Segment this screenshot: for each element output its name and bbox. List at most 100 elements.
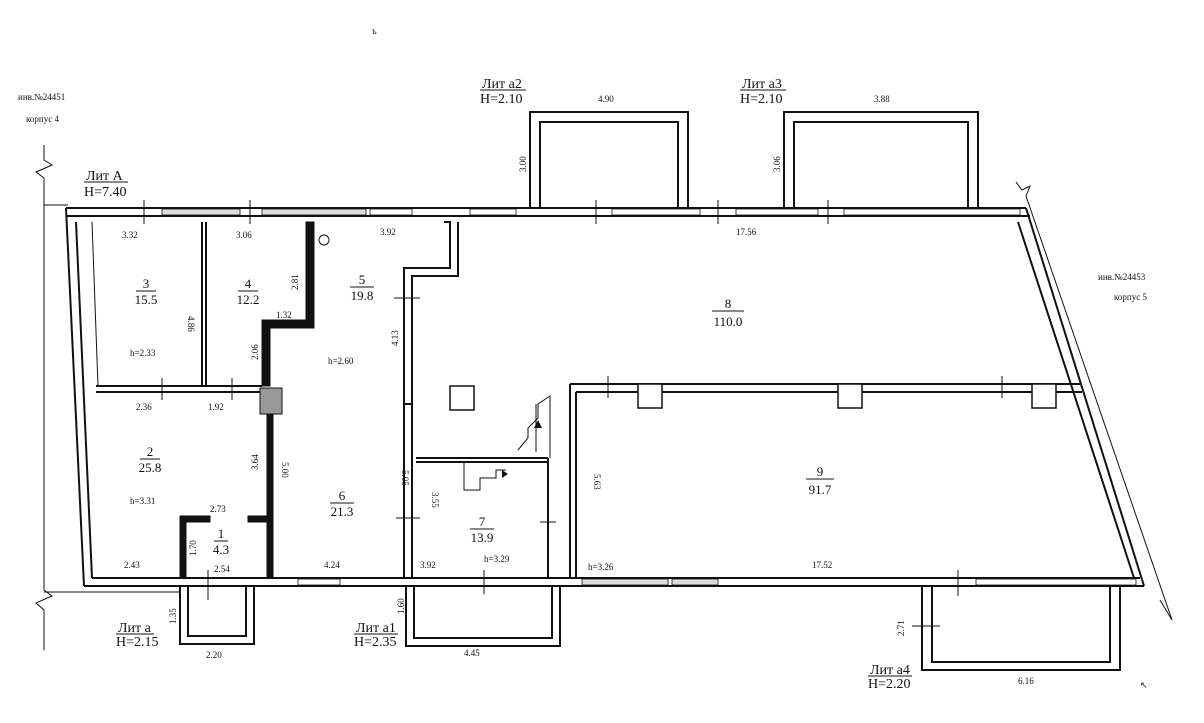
room-2-area: 25.8 — [139, 460, 162, 475]
room-3-area: 15.5 — [135, 292, 158, 307]
liter-a3: Лит а3 Н=2.10 — [740, 77, 786, 107]
dim-room6-bottom: 4.24 — [324, 560, 340, 570]
annex-a1 — [405, 586, 561, 647]
annex-a3 — [783, 111, 979, 208]
room-6-area: 21.3 — [331, 504, 354, 519]
bottom-windows — [297, 578, 1137, 586]
dim-corridor-depth: 4.13 — [390, 330, 400, 346]
dim-niche-depth: 2.06 — [250, 344, 260, 360]
room-7-number: 7 — [479, 514, 486, 529]
liter-a4-name: Лит а4 — [870, 663, 910, 678]
annex-a — [179, 586, 255, 645]
dim-room1-bottom: 2.54 — [214, 564, 230, 574]
room-1-number: 1 — [218, 526, 225, 541]
dim-room8-width: 17.56 — [736, 227, 757, 237]
dim-room9-depth: 5.63 — [592, 474, 602, 490]
room-1: 1 4.3 — [213, 526, 229, 557]
room-8-number: 8 — [725, 296, 732, 311]
dim-a-width: 2.20 — [206, 650, 222, 660]
right-ref-inv: инв.№24453 — [1098, 272, 1146, 282]
liter-a2-name: Лит а2 — [482, 77, 522, 92]
liter-a-name: Лит а — [118, 621, 152, 636]
interior-walls — [91, 221, 1082, 579]
annex-a4 — [921, 586, 1121, 671]
height-room-2: h=3.31 — [130, 496, 155, 506]
right-ref-corpus: корпус 5 — [1114, 292, 1147, 302]
liter-A-name: Лит А — [86, 169, 124, 184]
top-mark: ъ — [372, 26, 377, 36]
dim-a3-depth: 3.06 — [772, 156, 782, 172]
room-6-number: 6 — [339, 488, 346, 503]
dim-room7-bottom: 3.92 — [420, 560, 436, 570]
room-3: 3 15.5 — [135, 276, 158, 307]
room-8: 8 110.0 — [712, 296, 744, 329]
height-room-9: h=3.26 — [588, 562, 614, 572]
dim-room5-width: 3.92 — [380, 227, 396, 237]
door-marks — [143, 200, 1003, 627]
dim-niche-width: 1.32 — [276, 310, 292, 320]
dim-a-depth: 1.35 — [168, 608, 178, 624]
dim-a4-depth: 2.71 — [896, 620, 906, 636]
dim-room2-depth: 3.64 — [250, 454, 260, 470]
outer-walls — [65, 207, 1145, 587]
dim-room7-depth: 3.55 — [430, 492, 440, 508]
room-1-area: 4.3 — [213, 542, 229, 557]
liter-a3-name: Лит а3 — [742, 77, 782, 92]
room-6: 6 21.3 — [330, 488, 354, 519]
liter-a1-height: Н=2.35 — [354, 635, 397, 650]
room-5: 5 19.8 — [350, 272, 374, 303]
utility-circle — [318, 234, 330, 246]
liter-a4-height: Н=2.20 — [868, 677, 911, 692]
dim-a2-depth: 3.00 — [518, 156, 528, 172]
left-ref-corpus: корпус 4 — [26, 114, 59, 124]
liter-a: Лит а Н=2.15 — [116, 621, 159, 650]
room-5-area: 19.8 — [351, 288, 374, 303]
room-2: 2 25.8 — [139, 444, 162, 475]
height-room-7: h=3.29 — [484, 554, 510, 564]
dim-a2-width: 4.90 — [598, 94, 614, 104]
liter-a1: Лит а1 Н=2.35 — [354, 621, 398, 650]
room-7: 7 13.9 — [470, 514, 494, 545]
liter-a4: Лит а4 Н=2.20 — [868, 663, 912, 692]
liter-A-height: Н=7.40 — [84, 185, 127, 200]
dim-a4-width: 6.16 — [1018, 676, 1034, 686]
dim-room2-bottom: 2.43 — [124, 560, 140, 570]
dim-a1-width: 4.45 — [464, 648, 480, 658]
dim-room1-width: 2.73 — [210, 504, 226, 514]
dim-room3-width: 3.32 — [122, 230, 138, 240]
dim-room1-top: 1.92 — [208, 402, 224, 412]
dim-room2-top: 2.36 — [136, 402, 152, 412]
room-8-area: 110.0 — [714, 314, 743, 329]
room-2-number: 2 — [147, 444, 154, 459]
dim-a3-width: 3.88 — [874, 94, 890, 104]
dim-room9-bottom: 17.52 — [812, 560, 832, 570]
dimensions: 4.90 3.00 3.88 3.06 3.32 3.06 3.92 17.56… — [122, 94, 1034, 686]
dim-room3-depth: 4.86 — [186, 316, 196, 332]
room-3-number: 3 — [143, 276, 150, 291]
liter-a2: Лит а2 Н=2.10 — [480, 77, 526, 107]
room-9-area: 91.7 — [809, 482, 832, 497]
dim-a1-depth: 1.60 — [396, 598, 406, 614]
dim-room6-depth: 5.00 — [280, 462, 290, 478]
liter-A: Лит А Н=7.40 — [84, 169, 128, 200]
liter-a3-height: Н=2.10 — [740, 92, 783, 107]
height-room-5: h=2.60 — [328, 356, 354, 366]
room-7-area: 13.9 — [471, 530, 494, 545]
dim-room4-width: 3.06 — [236, 230, 252, 240]
liter-a2-height: Н=2.10 — [480, 92, 523, 107]
liter-a1-name: Лит а1 — [356, 621, 396, 636]
room-4-number: 4 — [245, 276, 252, 291]
right-break-line — [1015, 181, 1173, 621]
liter-a-height: Н=2.15 — [116, 635, 159, 650]
room-4: 4 12.2 — [237, 276, 260, 307]
corner-mark: ↖ — [1140, 680, 1148, 690]
dim-room1-depth: 1.70 — [188, 540, 198, 556]
room-9: 9 91.7 — [806, 464, 834, 497]
left-ref-inv: инв.№24451 — [18, 92, 65, 102]
top-windows — [161, 208, 1021, 216]
dim-room4-depth: 2.81 — [290, 274, 300, 290]
room-5-number: 5 — [359, 272, 366, 287]
left-break-line — [35, 145, 180, 650]
height-room-3: h=2.33 — [130, 348, 156, 358]
